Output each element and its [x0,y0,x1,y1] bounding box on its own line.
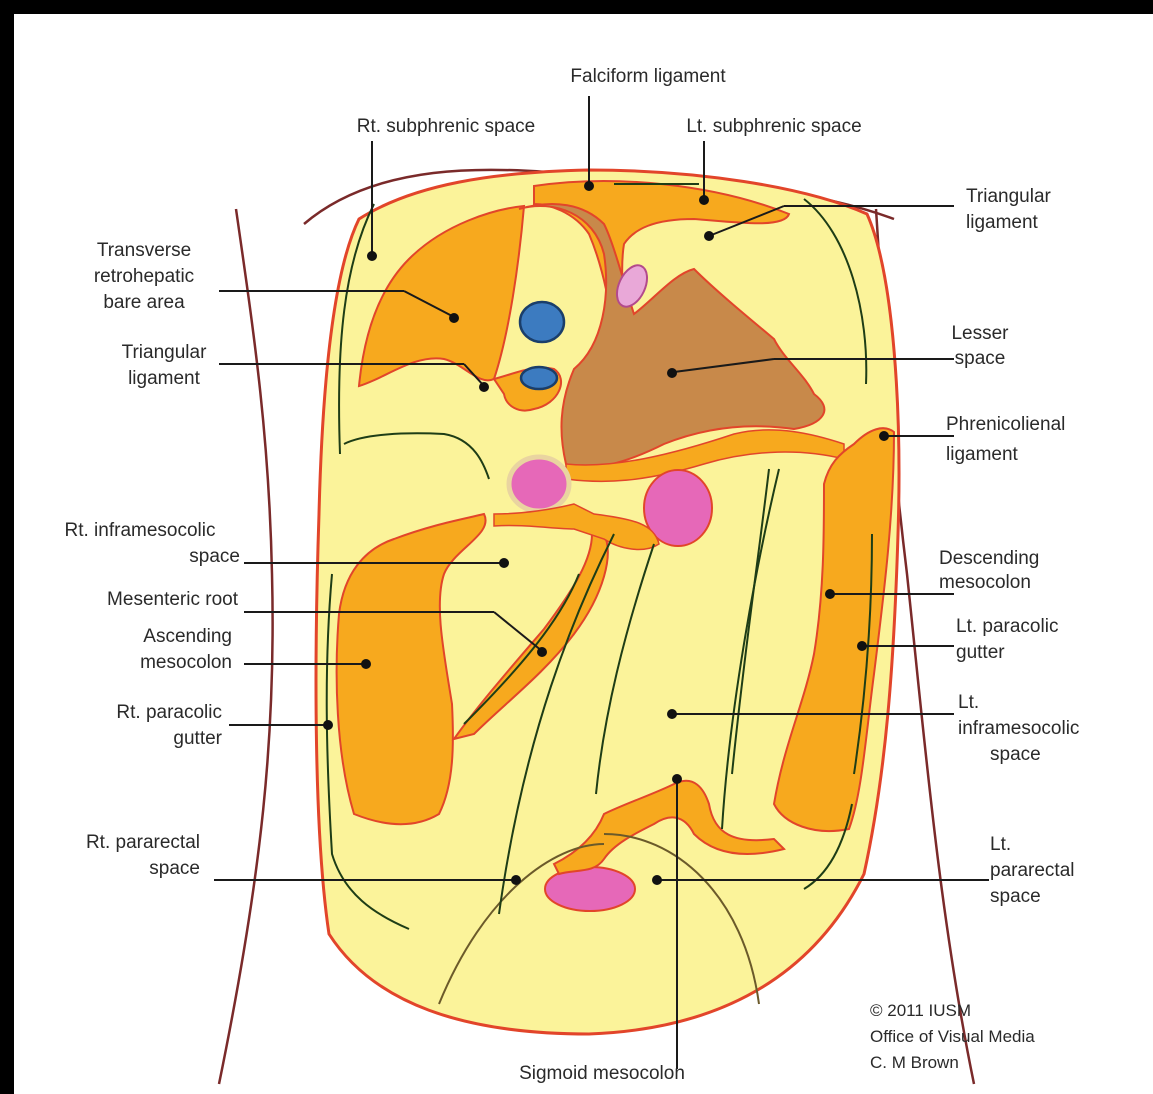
label-triangular-ligament-right-2: ligament [966,212,1039,233]
label-triangular-ligament-left-1: Triangular [122,342,208,363]
label-rt-pararectal-space-1: Rt. pararectal [86,832,200,853]
label-rt-paracolic-gutter-2: gutter [173,728,222,749]
label-lt-pararectal-space-1: Lt. [990,834,1011,855]
label-transverse-retrohepatic-1: Transverse [97,240,191,261]
ivc-vessel [520,302,564,342]
label-lesser-space-1: Lesser [951,323,1009,344]
label-falciform-ligament: Falciform ligament [570,66,726,87]
label-lt-paracolic-gutter-2: gutter [956,642,1005,663]
label-triangular-ligament-left-2: ligament [128,368,201,389]
label-descending-mesocolon-2: mesocolon [939,572,1031,593]
aorta-vessel [521,367,557,389]
label-lt-pararectal-space-3: space [990,886,1041,907]
label-sigmoid-mesocolon: Sigmoid mesocolon [519,1063,685,1084]
credit-line-3: C. M Brown [870,1053,959,1072]
label-rt-subphrenic-space: Rt. subphrenic space [357,116,536,137]
label-lt-inframesocolic-2: inframesocolic [958,718,1079,739]
duodenum-organ [509,457,569,511]
label-lt-pararectal-space-2: pararectal [990,860,1075,881]
credit-line-2: Office of Visual Media [870,1027,1035,1046]
label-rt-inframesocolic-1: Rt. inframesocolic [65,520,216,541]
label-lt-inframesocolic-3: space [990,744,1041,765]
label-ascending-mesocolon-2: mesocolon [140,652,232,673]
label-transverse-retrohepatic-3: bare area [103,292,185,313]
label-rt-pararectal-space-2: space [149,858,200,879]
label-ascending-mesocolon-1: Ascending [143,626,232,647]
label-lt-subphrenic-space: Lt. subphrenic space [686,116,861,137]
label-phrenicolienal-ligament-2: ligament [946,444,1019,465]
label-phrenicolienal-ligament-1: Phrenicolienal [946,414,1065,435]
label-triangular-ligament-right-1: Triangular [966,186,1052,207]
label-lesser-space-2: space [955,348,1006,369]
label-lt-paracolic-gutter-1: Lt. paracolic [956,616,1058,637]
label-descending-mesocolon-1: Descending [939,548,1039,569]
credit-line-1: © 2011 IUSM [870,1001,971,1020]
label-transverse-retrohepatic-2: retrohepatic [94,266,194,287]
abdominal-spaces-diagram: Falciform ligament Rt. subphrenic space … [14,14,1153,1094]
label-rt-paracolic-gutter-1: Rt. paracolic [116,702,222,723]
label-mesenteric-root: Mesenteric root [107,589,239,610]
diagram-canvas: Falciform ligament Rt. subphrenic space … [14,14,1153,1094]
label-rt-inframesocolic-2: space [189,546,240,567]
label-lt-inframesocolic-1: Lt. [958,692,979,713]
